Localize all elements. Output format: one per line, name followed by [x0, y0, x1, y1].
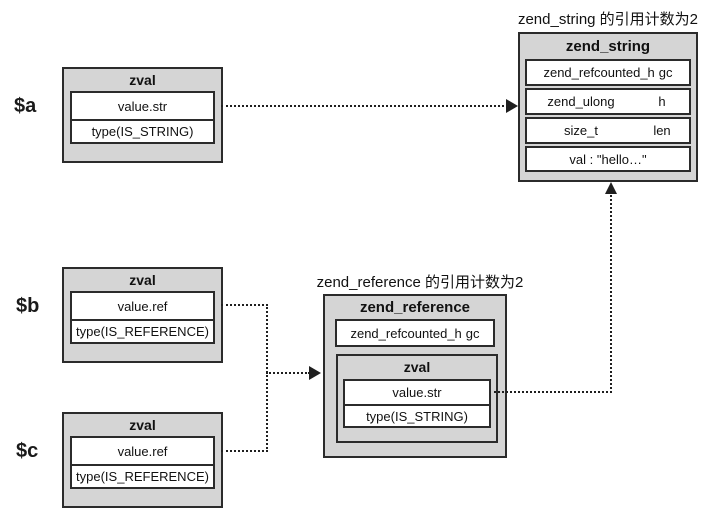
- zval-c-type-row: type(IS_REFERENCE): [70, 464, 215, 489]
- zend-reference-title: zend_reference: [359, 299, 471, 316]
- zval-b-type-row: type(IS_REFERENCE): [70, 319, 215, 344]
- zval-c-box: zval value.ref type(IS_REFERENCE): [62, 412, 223, 508]
- arrow-ref-to-string-vline: [610, 192, 612, 393]
- zend-string-title: zend_string: [565, 38, 651, 55]
- zend-string-row-gc: zend_refcounted_h gc: [525, 59, 691, 86]
- arrow-a-to-string-line: [221, 105, 508, 107]
- zend-reference-refcount-note: zend_reference 的引用计数为2: [316, 274, 524, 291]
- zend-string-row-len-name: size_t: [564, 123, 598, 138]
- zend-reference-box: zend_reference zend_refcounted_h gc zval…: [323, 294, 507, 458]
- zend-reference-inner-zval-box: zval value.str type(IS_STRING): [336, 354, 498, 443]
- zval-a-type-row: type(IS_STRING): [70, 119, 215, 144]
- zval-a-value-row: value.str: [70, 91, 215, 121]
- inner-zval-title: zval: [403, 359, 431, 375]
- zval-a-title: zval: [129, 72, 156, 88]
- arrow-a-to-string-head: [506, 99, 518, 113]
- zend-string-row-gc-name: zend_refcounted_h: [543, 65, 655, 80]
- zend-reference-gc-field: gc: [465, 325, 480, 341]
- zval-b-title: zval: [129, 272, 156, 288]
- zend-string-row-len-field: len: [653, 123, 671, 138]
- arrow-b-line: [221, 304, 268, 306]
- zend-string-row-len: size_t len: [525, 117, 691, 144]
- arrow-bc-to-reference-head: [309, 366, 321, 380]
- arrow-ref-to-string-head: [605, 182, 617, 194]
- zend-string-row-h-field: h: [658, 94, 666, 109]
- zend-reference-gc-row: zend_refcounted_h gc: [335, 319, 495, 347]
- var-c-label: $c: [16, 440, 39, 462]
- zend-string-refcount-note: zend_string 的引用计数为2: [517, 11, 699, 28]
- zval-c-value-row: value.ref: [70, 436, 215, 466]
- arrow-bc-vertical-line: [266, 304, 268, 452]
- var-a-label: $a: [14, 95, 37, 117]
- zend-string-row-gc-field: gc: [658, 65, 673, 80]
- arrow-ref-to-string-hline: [494, 391, 612, 393]
- arrow-c-line: [221, 450, 268, 452]
- arrow-bc-to-reference-line: [266, 372, 310, 374]
- zend-string-row-val: val : "hello…": [525, 146, 691, 172]
- zval-b-value-row: value.ref: [70, 291, 215, 321]
- zend-string-row-h: zend_ulong h: [525, 88, 691, 115]
- inner-zval-type-row: type(IS_STRING): [343, 404, 491, 428]
- var-b-label: $b: [16, 295, 40, 317]
- zend-reference-gc-name: zend_refcounted_h: [350, 325, 462, 341]
- inner-zval-value-row: value.str: [343, 379, 491, 406]
- zval-c-title: zval: [129, 417, 156, 433]
- zend-string-row-h-name: zend_ulong: [547, 94, 615, 109]
- zend-string-box: zend_string zend_refcounted_h gc zend_ul…: [518, 32, 698, 182]
- zval-a-box: zval value.str type(IS_STRING): [62, 67, 223, 163]
- zval-b-box: zval value.ref type(IS_REFERENCE): [62, 267, 223, 363]
